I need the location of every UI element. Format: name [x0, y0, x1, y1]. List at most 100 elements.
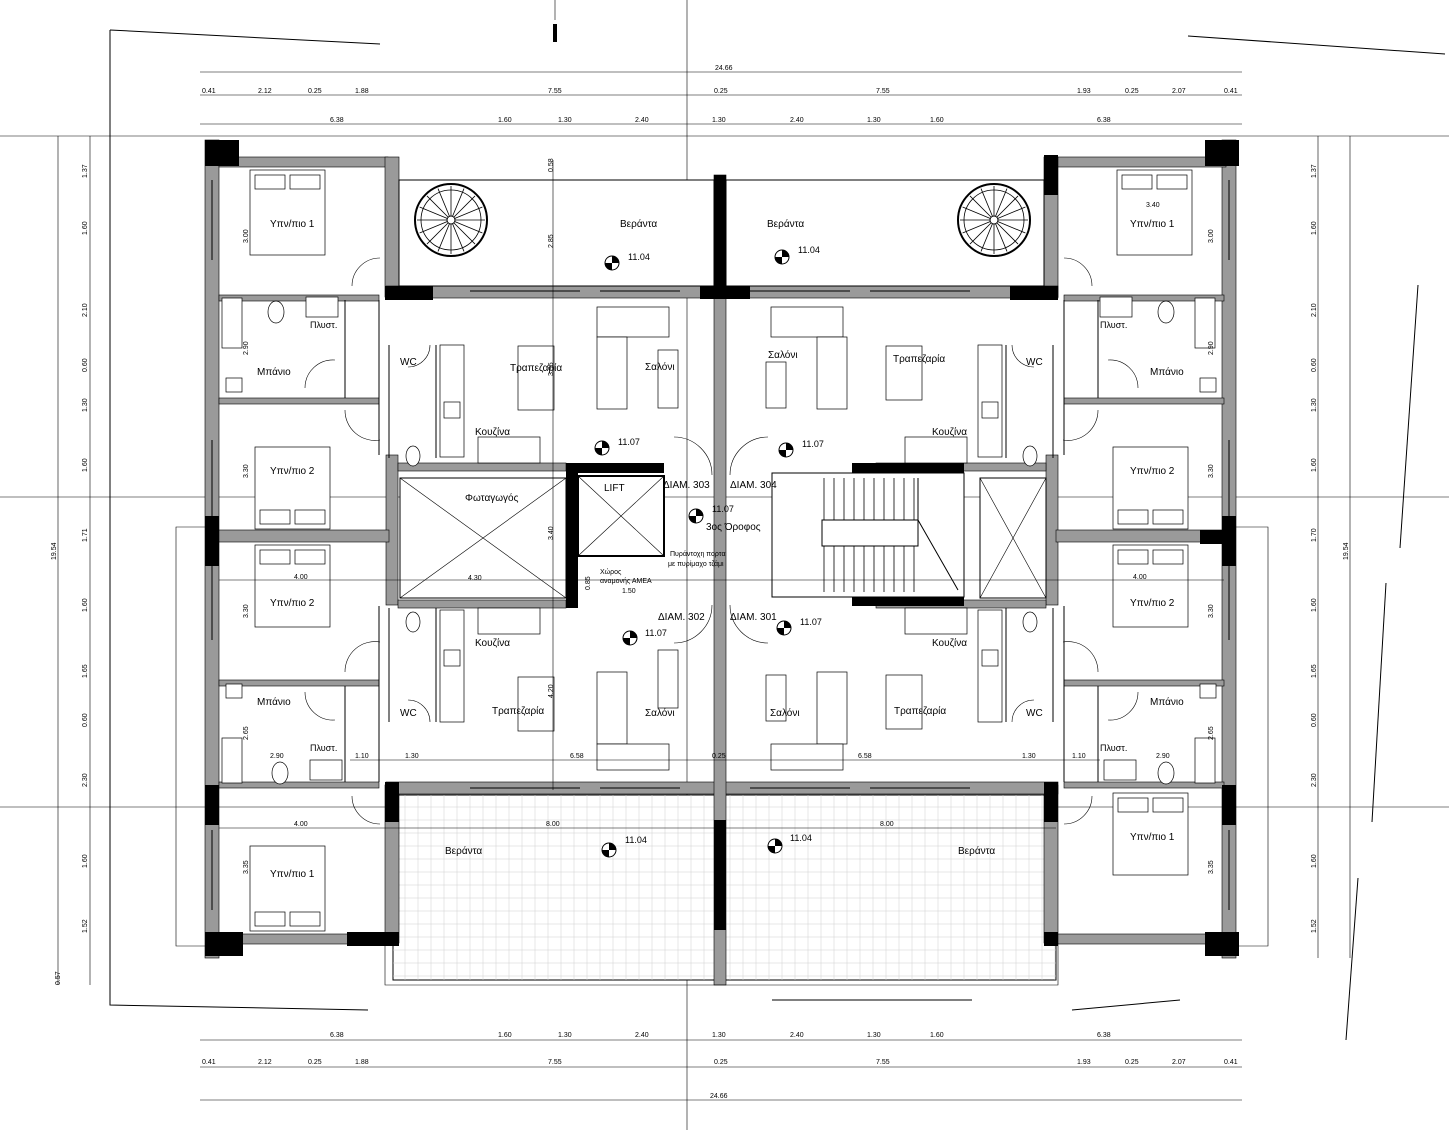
dim-main-4: 2.40	[635, 117, 649, 124]
dim-overall-top: 24.66	[715, 65, 733, 72]
dim-bmain-2: 1.60	[498, 1032, 512, 1039]
dim-right-8: 1.60	[1311, 598, 1318, 612]
dim-left-11: 2.30	[82, 773, 89, 787]
dim-left-overall: 19.54	[51, 542, 58, 560]
stair-tread	[450, 219, 465, 252]
dim-main-7: 1.30	[867, 117, 881, 124]
service-shaft-right	[979, 477, 1047, 599]
label-veranda-s-left: Βεράντα	[445, 845, 482, 857]
label-bedroom1-nw: Υπν/πιο 1	[270, 219, 315, 230]
dim-left-2: 1.60	[82, 221, 89, 235]
label-bathroom-nw: Μπάνιο	[257, 366, 291, 378]
dim-right-11: 2.30	[1311, 773, 1318, 787]
dim-main-9: 6.38	[1097, 117, 1111, 124]
note-fire-door-1: Πυράντοχη πορτα	[670, 550, 726, 558]
label-veranda-s-right: Βεράντα	[958, 845, 995, 857]
dim-main-1: 6.38	[330, 117, 344, 124]
dim-bfine-2: 2.12	[258, 1059, 272, 1066]
stair-tread	[450, 219, 476, 245]
dim-bmain-3: 1.30	[558, 1032, 572, 1039]
label-dining-se: Τραπεζαρία	[894, 705, 946, 717]
bathroom-fixtures	[221, 296, 1217, 785]
dim-left-8: 1.60	[82, 598, 89, 612]
label-bedroom2-e2: Υπν/πιο 2	[1130, 598, 1175, 609]
label-kitchen-ne: Κουζίνα	[932, 426, 967, 438]
label-kitchen-nw: Κουζίνα	[475, 426, 510, 438]
dim-overall-bottom: 24.66	[710, 1093, 728, 1100]
dim-fine-2: 2.12	[258, 88, 272, 95]
label-bathroom-ne: Μπάνιο	[1150, 366, 1184, 378]
dim-bfine-1: 0.41	[202, 1059, 216, 1066]
idim-26: 1.30	[1022, 753, 1036, 760]
label-bedroom2-w2: Υπν/πιο 2	[270, 598, 315, 609]
label-living-se: Σαλόνι	[770, 707, 800, 719]
label-apt-302: ΔΙΑΜ. 302	[658, 612, 705, 623]
dim-main-5: 1.30	[712, 117, 726, 124]
label-wc-se: WC	[1026, 708, 1043, 719]
door-swings	[304, 257, 1139, 825]
stair-tread	[419, 219, 452, 234]
label-laundry-ne: Πλυστ.	[1100, 320, 1127, 330]
idim-27: 1.10	[1072, 753, 1086, 760]
label-floor: 3ος Όροφος	[706, 522, 761, 533]
idim-28: 0.58	[548, 158, 555, 172]
level-11-04-c: 11.04	[625, 835, 647, 845]
stair-tread	[437, 219, 452, 252]
label-bedroom1-ne: Υπν/πιο 1	[1130, 219, 1175, 230]
stair-core	[989, 215, 999, 225]
dim-bfine-3: 0.25	[308, 1059, 322, 1066]
idim-1: 3.00	[243, 229, 250, 243]
dim-right-10: 0.60	[1311, 713, 1318, 727]
idim-4: 3.30	[243, 604, 250, 618]
dim-right-overall: 19.54	[1343, 542, 1350, 560]
label-lift: LIFT	[604, 483, 625, 494]
idim-20: 2.90	[1156, 753, 1170, 760]
stair-tread	[450, 188, 465, 221]
level-11-07-e: 11.07	[800, 617, 822, 627]
label-dining-ne: Τραπεζαρία	[893, 353, 945, 365]
dim-main-6: 2.40	[790, 117, 804, 124]
beds	[249, 169, 1193, 932]
idim-22: 1.30	[405, 753, 419, 760]
label-living-sw: Σαλόνι	[645, 707, 675, 719]
spiral-stair-left	[414, 183, 488, 257]
label-wc-ne: WC	[1026, 357, 1043, 368]
label-bathroom-sw: Μπάνιο	[257, 696, 291, 708]
dim-main-8: 1.60	[930, 117, 944, 124]
idim-17: 8.00	[546, 821, 560, 828]
dim-right-5: 1.30	[1311, 398, 1318, 412]
dim-left-6: 1.60	[82, 458, 89, 472]
level-11-07-b: 11.07	[802, 439, 824, 449]
stair-tread	[993, 206, 1026, 221]
dim-bfine-8: 1.93	[1077, 1059, 1091, 1066]
stair-tread	[962, 206, 995, 221]
stair-tread	[993, 219, 1026, 234]
idim-34: 1.50	[622, 588, 636, 595]
dim-bmain-6: 2.40	[790, 1032, 804, 1039]
dim-left-12: 1.60	[82, 854, 89, 868]
dim-right-3: 2.10	[1311, 303, 1318, 317]
idim-8: 2.90	[1208, 341, 1215, 355]
label-wc-nw: WC	[400, 357, 417, 368]
dim-fine-1: 0.41	[202, 88, 216, 95]
idim-29: 2.85	[548, 234, 555, 248]
dim-bmain-7: 1.30	[867, 1032, 881, 1039]
stair-tread	[993, 188, 1008, 221]
stair-tread	[450, 206, 483, 221]
idim-2: 2.90	[243, 341, 250, 355]
dim-right-6: 1.60	[1311, 458, 1318, 472]
stair-tread	[993, 219, 1019, 245]
label-wc-sw: WC	[400, 708, 417, 719]
idim-35: 0.85	[585, 576, 592, 590]
idim-14: 4.00	[294, 574, 308, 581]
level-11-04-d: 11.04	[790, 833, 812, 843]
left-dimensions: 19.54 1.37 1.60 2.10 0.60 1.30 1.60 1.71…	[51, 136, 91, 985]
idim-30: 3.95	[548, 362, 555, 376]
windows	[211, 180, 1230, 910]
idim-19: 2.90	[270, 753, 284, 760]
level-11-04-b: 11.04	[798, 245, 820, 255]
dim-fine-10: 2.07	[1172, 88, 1186, 95]
idim-31: 3.40	[548, 526, 555, 540]
stair-tread	[962, 219, 995, 234]
dim-left-1: 1.37	[82, 164, 89, 178]
